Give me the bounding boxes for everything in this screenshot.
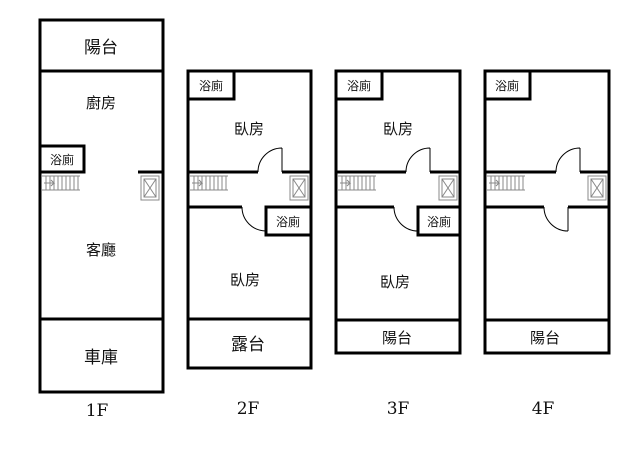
room-label: 陽台 bbox=[530, 329, 560, 347]
door-icon bbox=[555, 147, 581, 173]
room-label: 陽台 bbox=[84, 38, 118, 58]
room-label: 客廳 bbox=[86, 241, 116, 259]
room-label: 臥房 bbox=[380, 273, 410, 291]
bathroom bbox=[38, 144, 86, 174]
room-label: 浴廁 bbox=[276, 214, 300, 229]
door-icon bbox=[257, 147, 283, 173]
room-label: 露台 bbox=[231, 335, 265, 355]
bathroom bbox=[186, 69, 236, 101]
stairs-icon bbox=[41, 175, 81, 191]
room-label: 浴廁 bbox=[50, 152, 74, 167]
floor-label: 3F bbox=[387, 399, 410, 419]
room-label: 浴廁 bbox=[199, 78, 223, 93]
floor-label: 4F bbox=[532, 399, 555, 419]
door-icon bbox=[393, 206, 419, 232]
room-label: 陽台 bbox=[382, 329, 412, 347]
room-label: 浴廁 bbox=[427, 214, 451, 229]
floor-1f: 陽台 廚房 浴廁 客廳 車庫 1F bbox=[38, 18, 165, 421]
door-icon bbox=[241, 206, 267, 232]
elevator-icon bbox=[140, 175, 160, 201]
bathroom bbox=[334, 69, 384, 101]
door-icon bbox=[405, 147, 431, 173]
room-label: 廚房 bbox=[86, 94, 116, 112]
bathroom bbox=[416, 205, 462, 237]
floor-1f-outline bbox=[38, 18, 165, 394]
room-label: 臥房 bbox=[234, 120, 264, 138]
room-label: 車庫 bbox=[84, 348, 118, 368]
room-label: 浴廁 bbox=[347, 78, 371, 93]
bathroom bbox=[264, 205, 313, 237]
floor-label: 2F bbox=[237, 399, 260, 419]
door-icon bbox=[543, 206, 569, 232]
room-label: 浴廁 bbox=[495, 78, 519, 93]
floor-3f: 浴廁 臥房 浴廁 臥房 陽台 3F bbox=[334, 69, 462, 419]
bathroom bbox=[483, 69, 532, 101]
room-label: 臥房 bbox=[230, 271, 260, 289]
floor-4f: 浴廁 陽台 4F bbox=[483, 69, 611, 419]
room-label: 臥房 bbox=[383, 120, 413, 138]
floor-label: 1F bbox=[86, 401, 109, 421]
floor-2f: 浴廁 臥房 浴廁 臥房 露台 2F bbox=[186, 69, 313, 419]
